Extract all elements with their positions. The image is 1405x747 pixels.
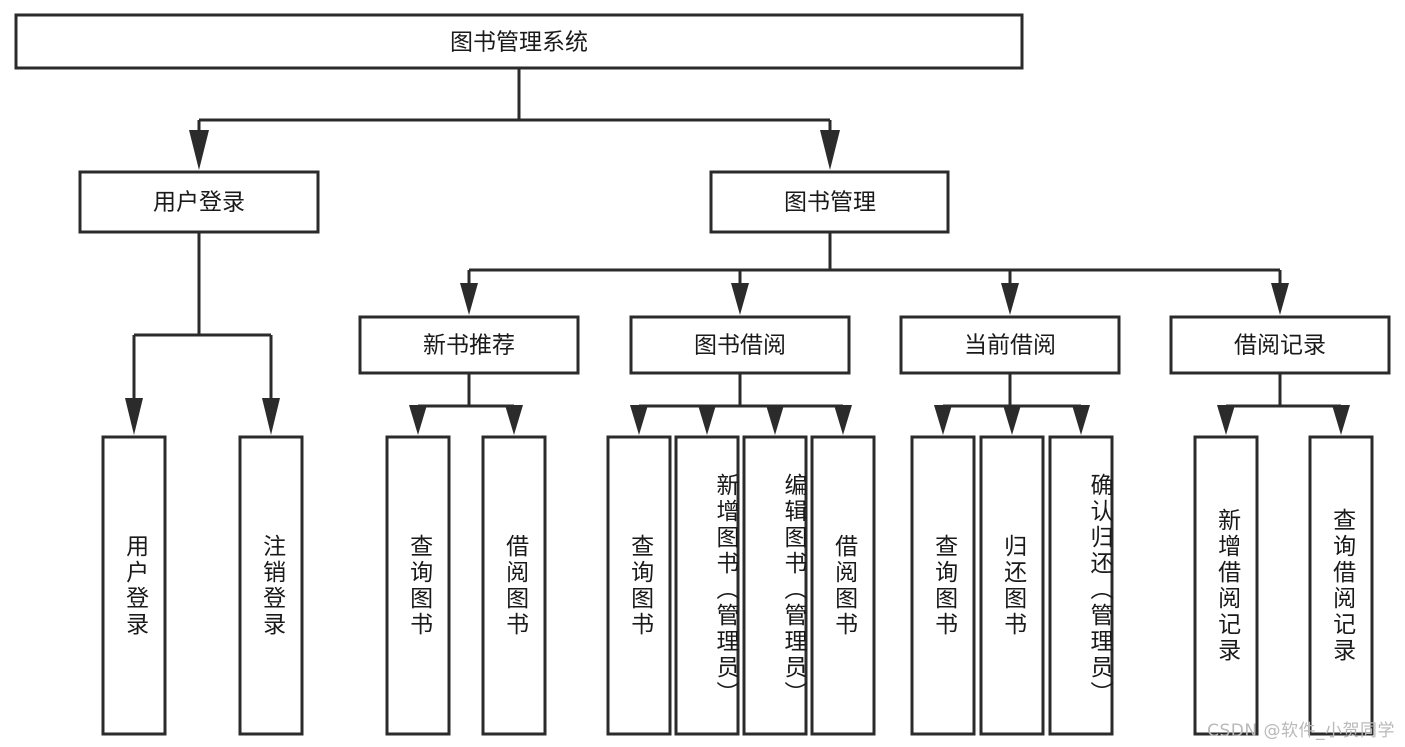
node-root[interactable]: 图书管理系统 xyxy=(14,13,1024,70)
node-current-borrow[interactable]: 当前借阅 xyxy=(899,315,1121,375)
arrow-head-new-book-rec xyxy=(460,283,478,315)
arrow-head-currentborrow-leaf-3 xyxy=(1072,405,1090,435)
node-user-login-label: 用户登录 xyxy=(153,190,245,216)
leaf-box-logout[interactable] xyxy=(238,435,304,736)
node-current-borrow-label: 当前借阅 xyxy=(964,333,1056,359)
node-new-book-recommend-label: 新书推荐 xyxy=(423,333,515,359)
node-book-borrow[interactable]: 图书借阅 xyxy=(629,315,851,375)
leaf-box-confirm-return[interactable] xyxy=(1048,435,1114,736)
leaf-box-query-book-cur[interactable] xyxy=(910,435,976,736)
arrow-head-borrowrecord-leaf-1 xyxy=(1217,405,1235,435)
arrow-head-book-borrow xyxy=(731,283,749,315)
arrow-head-current-borrow xyxy=(1001,283,1019,315)
node-new-book-recommend-box[interactable] xyxy=(358,315,580,375)
arrow-head-borrow-record xyxy=(1271,283,1289,315)
node-book-borrow-label: 图书借阅 xyxy=(694,333,786,359)
node-book-management-box[interactable] xyxy=(709,170,950,234)
leaf-box-borrow-book-rec[interactable] xyxy=(481,435,547,736)
node-book-borrow-box[interactable] xyxy=(629,315,851,375)
node-new-book-recommend[interactable]: 新书推荐 xyxy=(358,315,580,375)
leaf-box-return-book[interactable] xyxy=(979,435,1045,736)
node-root-box[interactable] xyxy=(14,13,1024,70)
leaf-box-layer xyxy=(101,435,1374,736)
leaf-box-add-book-admin[interactable] xyxy=(674,435,740,736)
arrow-head-currentborrow-leaf-1 xyxy=(934,405,952,435)
arrow-head-book-mgmt xyxy=(820,130,840,170)
node-borrow-record-box[interactable] xyxy=(1169,315,1391,375)
connector-layer xyxy=(125,68,1350,435)
arrow-head-borrowrecord-leaf-2 xyxy=(1332,405,1350,435)
leaf-box-add-borrow-rec[interactable] xyxy=(1193,435,1259,736)
arrow-head-newbook-leaf-2 xyxy=(505,405,523,435)
node-user-login-box[interactable] xyxy=(78,170,320,234)
node-book-management[interactable]: 图书管理 xyxy=(709,170,950,234)
arrow-head-bookborrow-leaf-1 xyxy=(630,405,648,435)
arrow-head-bookborrow-leaf-4 xyxy=(834,405,852,435)
leaf-box-query-book-rec[interactable] xyxy=(385,435,451,736)
arrow-head-newbook-leaf-1 xyxy=(409,405,427,435)
node-root-label: 图书管理系统 xyxy=(450,30,588,56)
arrow-head-user-login xyxy=(189,130,209,170)
leaf-box-user-login[interactable] xyxy=(101,435,167,736)
node-user-login[interactable]: 用户登录 xyxy=(78,170,320,234)
arrow-head-leaf-user-login xyxy=(125,398,143,435)
leaf-box-query-book-brw[interactable] xyxy=(606,435,672,736)
csdn-watermark: CSDN @软件_小贺同学 xyxy=(1207,721,1395,741)
leaf-box-edit-book-admin[interactable] xyxy=(742,435,808,736)
node-current-borrow-box[interactable] xyxy=(899,315,1121,375)
node-borrow-record[interactable]: 借阅记录 xyxy=(1169,315,1391,375)
node-borrow-record-label: 借阅记录 xyxy=(1234,333,1326,359)
arrow-head-bookborrow-leaf-3 xyxy=(766,405,784,435)
leaf-box-query-borrow-rec[interactable] xyxy=(1308,435,1374,736)
arrow-head-currentborrow-leaf-2 xyxy=(1003,405,1021,435)
leaf-box-borrow-book-brw[interactable] xyxy=(810,435,876,736)
node-book-management-label: 图书管理 xyxy=(784,190,876,216)
arrow-head-bookborrow-leaf-2 xyxy=(698,405,716,435)
arrow-head-leaf-logout xyxy=(262,398,280,435)
